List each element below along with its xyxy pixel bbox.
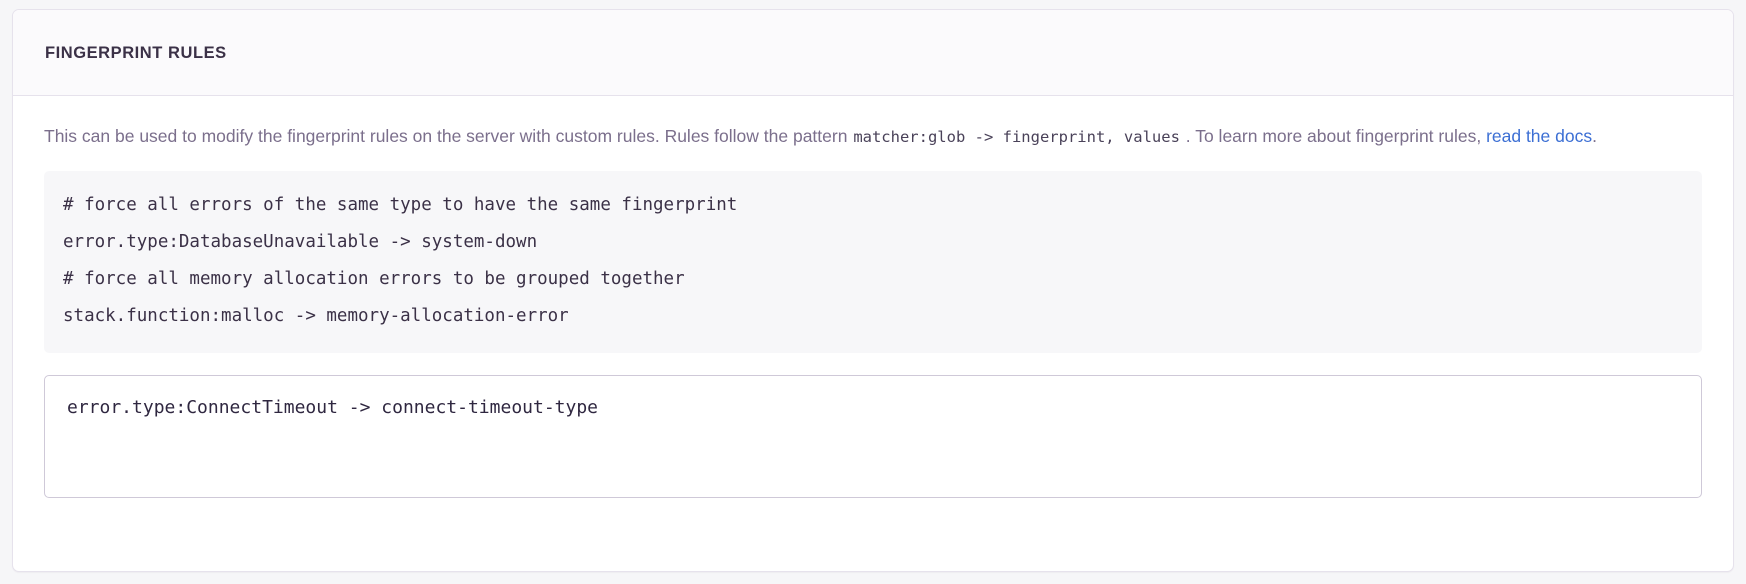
code-line: error.type:DatabaseUnavailable -> system… [63, 232, 538, 253]
panel-header: FINGERPRINT RULES [13, 10, 1733, 97]
read-the-docs-link[interactable]: read the docs [1486, 126, 1593, 147]
code-line: # force all errors of the same type to h… [63, 195, 738, 216]
description-text-part-3: . [1592, 126, 1597, 147]
panel-description: This can be used to modify the fingerpri… [44, 120, 1604, 153]
panel-body: This can be used to modify the fingerpri… [13, 96, 1733, 525]
fingerprint-rules-panel: FINGERPRINT RULES This can be used to mo… [12, 9, 1734, 572]
description-text-part-1: This can be used to modify the fingerpri… [44, 126, 853, 147]
page-title: FINGERPRINT RULES [45, 43, 227, 62]
example-rules-code-block: # force all errors of the same type to h… [44, 171, 1702, 354]
fingerprint-rules-input[interactable] [44, 375, 1702, 499]
example-rules-code: # force all errors of the same type to h… [63, 187, 1683, 335]
inline-code-pattern: matcher:glob -> fingerprint, values [853, 128, 1180, 147]
code-line: # force all memory allocation errors to … [63, 269, 685, 290]
description-text-part-2: . To learn more about fingerprint rules, [1180, 126, 1487, 147]
code-line: stack.function:malloc -> memory-allocati… [63, 306, 569, 327]
